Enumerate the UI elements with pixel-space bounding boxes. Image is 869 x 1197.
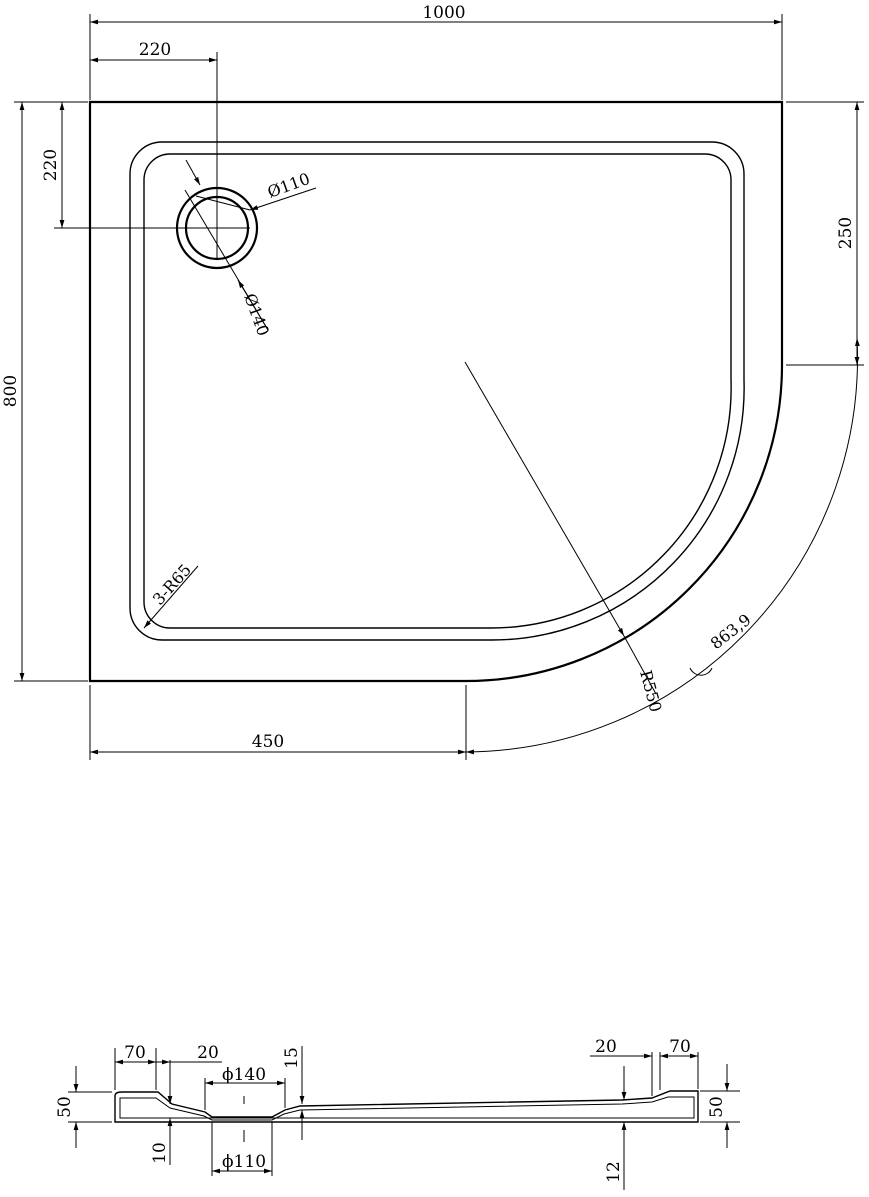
dim-arc-length-line (465, 337, 860, 755)
dim-corner-radius-line (143, 565, 199, 629)
drain-inner-diameter-line (195, 195, 251, 211)
dim-drain-offset-x: 220 (139, 40, 171, 60)
plan-view: Ø110 Ø140 1000 220 220 800 250 450 (1, 3, 864, 760)
dim-height-left: 50 (55, 1096, 75, 1118)
drain-outer-label: Ø140 (240, 291, 273, 339)
section-inner-profile (119, 1096, 695, 1121)
dim-width-total: 1000 (422, 3, 465, 23)
dim-section-drain-inner: ϕ110 (222, 1152, 266, 1172)
dim-depth-total: 800 (1, 375, 21, 407)
dim-right-slope: 20 (595, 1037, 617, 1057)
tray-basin-edge (143, 153, 732, 629)
dim-radius-line (464, 361, 625, 637)
dim-radius-tail (623, 635, 657, 695)
dim-base-thickness: 12 (604, 1161, 624, 1183)
drain-inner-leader-a (185, 159, 201, 186)
tray-outline (88, 100, 784, 683)
drain-outer-leader (237, 279, 269, 331)
drain-inner-leader-b (249, 187, 317, 211)
dim-left-slope: 20 (197, 1043, 219, 1063)
arc-length-symbol (689, 667, 713, 676)
dim-straight-side: 250 (836, 217, 856, 249)
dim-drain-offset-y: 220 (41, 149, 61, 181)
dim-curve-radius: R550 (636, 668, 665, 714)
dim-right-rim: 70 (669, 1037, 691, 1057)
section-outer-profile (114, 1090, 699, 1123)
dim-section-drain-outer: ϕ140 (222, 1065, 266, 1085)
dim-height-right: 50 (707, 1096, 727, 1118)
section-view: 50 70 20 ϕ140 15 10 ϕ110 12 (55, 1037, 740, 1190)
dim-left-rim: 70 (124, 1043, 146, 1063)
dim-depth-step: 15 (282, 1047, 302, 1069)
dim-straight-front: 450 (252, 732, 284, 752)
dim-corner-radius: 3-R65 (149, 560, 195, 608)
dim-floor-thickness: 10 (150, 1142, 170, 1164)
